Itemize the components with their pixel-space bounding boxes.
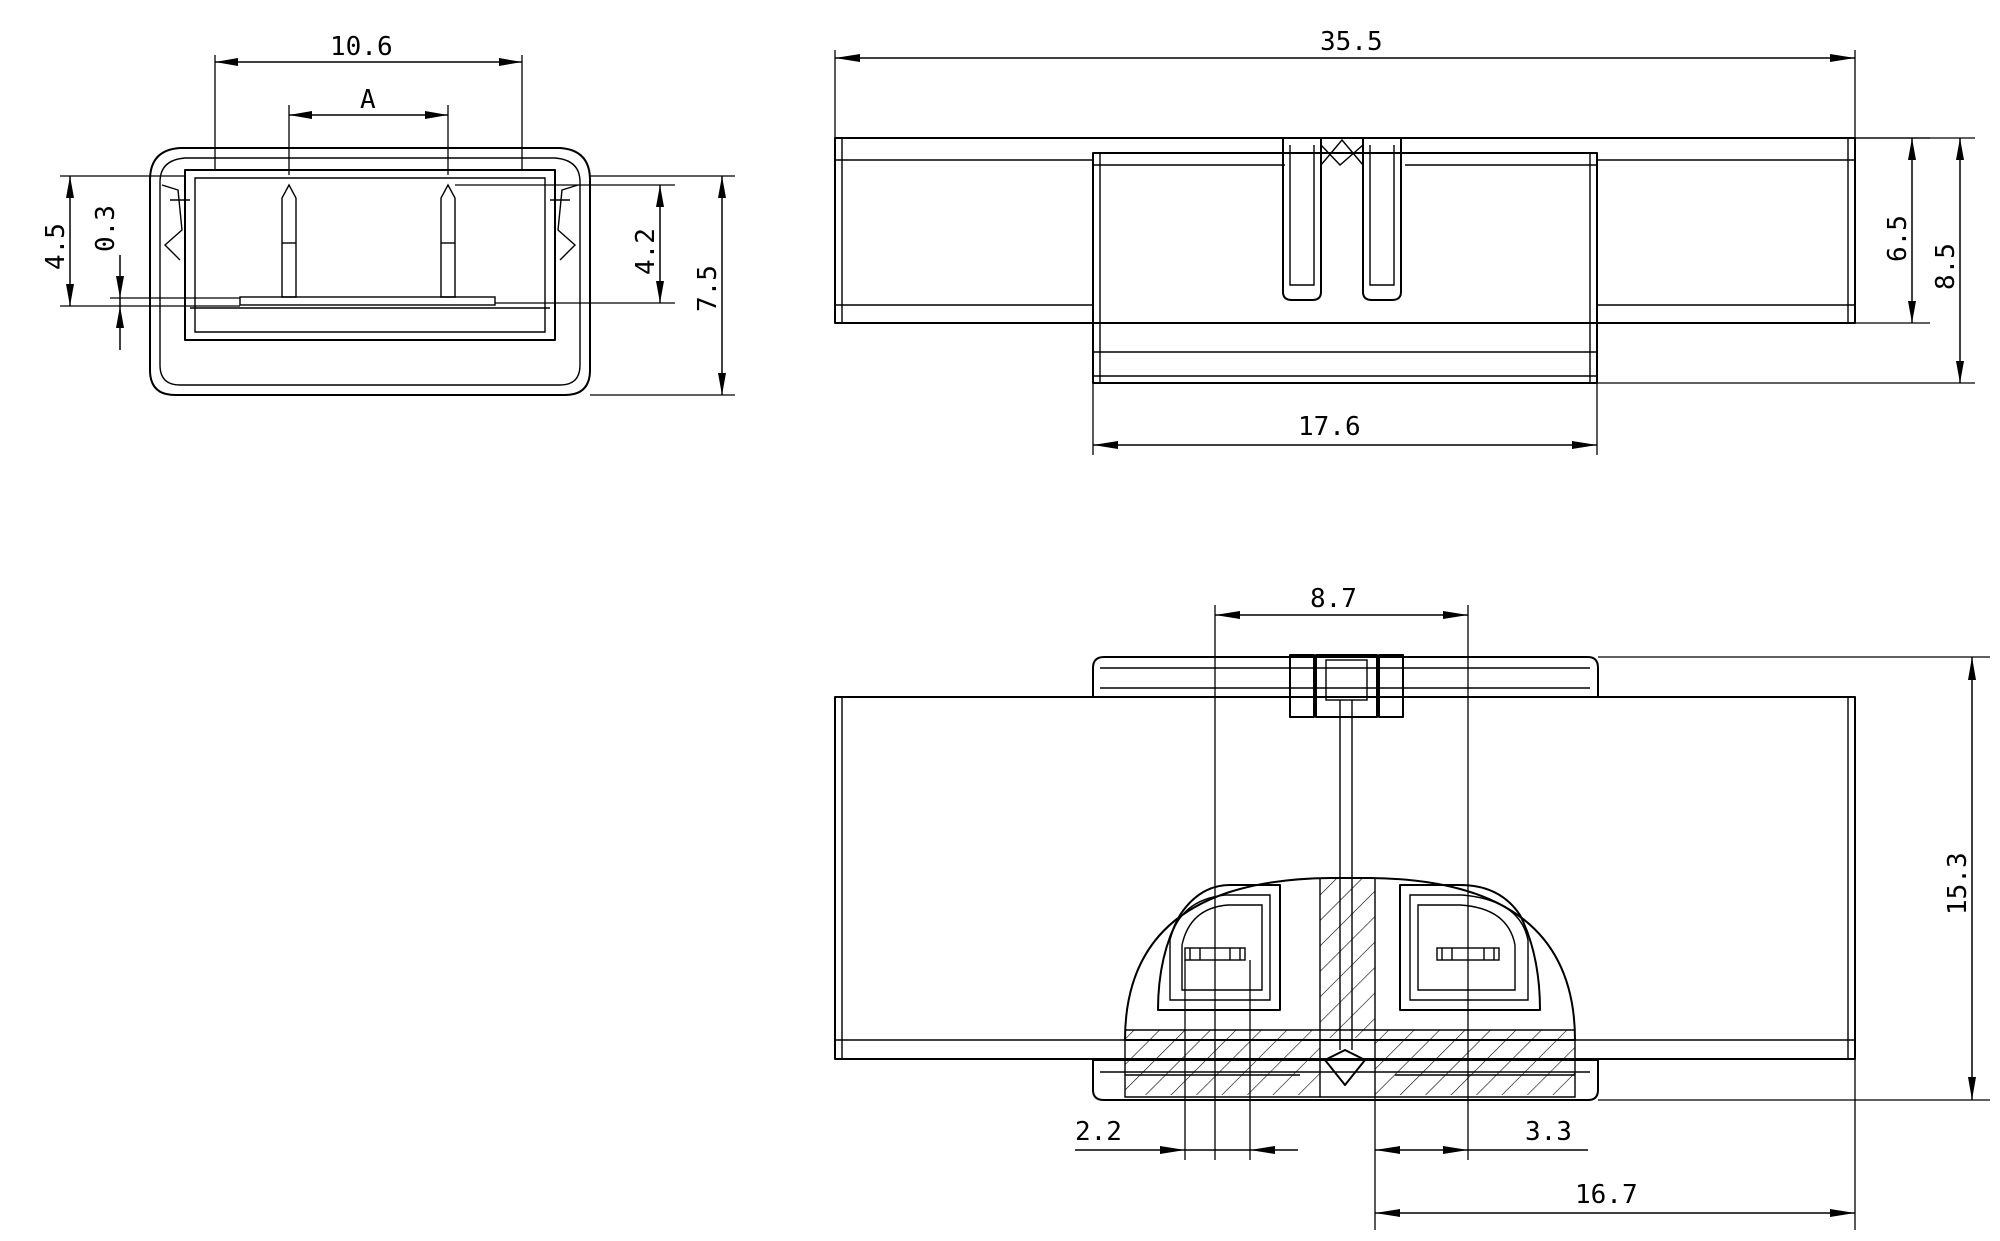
- dim-bottom-left-contact: 2.2: [1075, 1117, 1122, 1147]
- side-view: 10.6 A 4.5 0.3 4.2 7.5: [41, 32, 735, 396]
- dim-bottom-right-contact: 3.3: [1525, 1117, 1572, 1147]
- dim-side-offset: 0.3: [91, 205, 121, 252]
- dim-side-pitch: A: [360, 85, 376, 115]
- dim-top-total-height: 8.5: [1931, 243, 1961, 290]
- dim-top-overall-length: 35.5: [1320, 27, 1383, 57]
- dim-top-body-length: 17.6: [1298, 412, 1361, 442]
- dim-bottom-half-length: 16.7: [1575, 1180, 1638, 1210]
- dim-side-pin-height: 4.2: [631, 228, 661, 275]
- contact-left: [1157, 884, 1281, 1011]
- dim-bottom-total-depth: 15.3: [1943, 852, 1973, 915]
- dim-side-total-height: 7.5: [693, 265, 723, 312]
- bottom-view: 8.7 15.3 2.2 3.3 16.7: [834, 584, 1990, 1230]
- pin-right: [440, 183, 456, 298]
- top-view: 35.5 17.6 6.5 8.5: [834, 27, 1975, 455]
- pin-left: [281, 183, 297, 298]
- contact-right: [1399, 884, 1541, 1011]
- dim-top-inner-height: 6.5: [1883, 215, 1913, 262]
- dim-bottom-contact-pitch: 8.7: [1310, 584, 1357, 614]
- dim-side-height-left: 4.5: [41, 223, 71, 270]
- dim-side-width: 10.6: [330, 32, 393, 62]
